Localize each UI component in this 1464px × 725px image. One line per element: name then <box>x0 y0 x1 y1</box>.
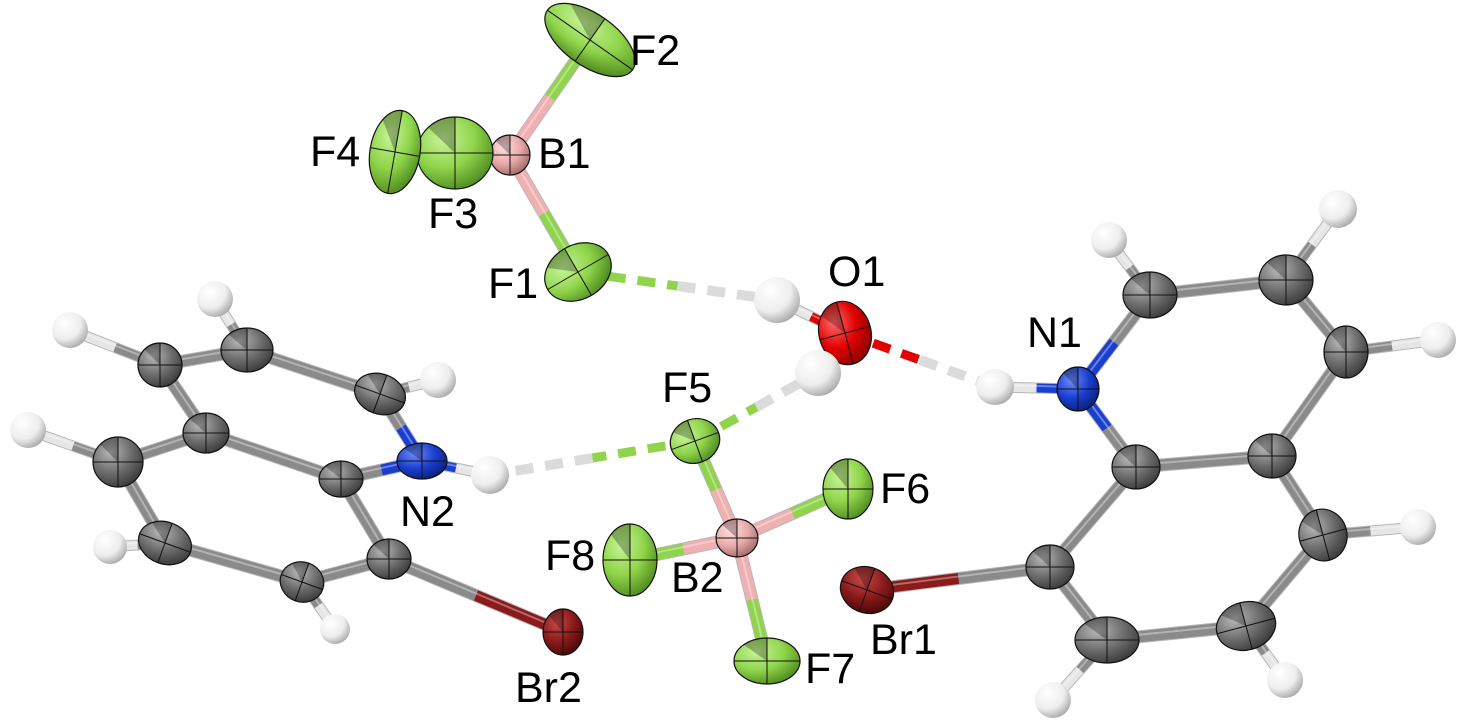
atom-H6b <box>1267 662 1303 698</box>
atom-C8b <box>1025 544 1075 590</box>
atom-label-B2: B2 <box>671 554 724 602</box>
atom-H3b <box>1319 190 1357 228</box>
atom-C7a <box>279 561 325 603</box>
atom-H5a <box>10 412 46 448</box>
atom-label-F8: F8 <box>545 532 595 580</box>
atom-B2 <box>715 518 759 558</box>
atom-H1W <box>754 277 800 323</box>
atom-F2 <box>544 2 636 78</box>
atom-C8A <box>318 460 364 498</box>
hydrogen-bonds-layer <box>489 267 997 480</box>
atom-label-F7: F7 <box>805 645 855 693</box>
atom-F6 <box>822 458 874 520</box>
atom-H5b <box>1400 509 1436 545</box>
atom-O1 <box>817 300 873 366</box>
atom-Br2 <box>542 608 584 656</box>
atom-C4A <box>182 412 230 454</box>
atom-label-F3: F3 <box>428 190 478 238</box>
bond-C8a-Br2 <box>386 553 566 638</box>
atom-F4 <box>368 109 422 195</box>
atom-F3 <box>416 116 494 190</box>
atom-label-O1: O1 <box>828 248 885 296</box>
atom-C7b <box>1074 616 1140 664</box>
atom-H7a <box>320 614 350 644</box>
atom-C2b <box>1122 271 1178 319</box>
atom-C3b <box>1258 254 1314 306</box>
atom-F8 <box>602 523 658 597</box>
atom-C2a <box>354 372 406 416</box>
atom-HN1 <box>976 369 1014 405</box>
atom-C8a <box>366 538 412 580</box>
atom-F7 <box>733 637 801 685</box>
atom-label-Br2: Br2 <box>515 664 582 712</box>
atoms-layer <box>10 2 1456 718</box>
atom-label-B1: B1 <box>538 130 591 178</box>
atom-label-Br1: Br1 <box>870 616 937 664</box>
atom-label-F1: F1 <box>488 260 538 308</box>
atom-label-F6: F6 <box>880 465 930 513</box>
atom-label-N1: N1 <box>1027 309 1082 357</box>
atom-C6b <box>1215 600 1277 652</box>
atom-label-N2: N2 <box>400 488 455 536</box>
atom-H7b <box>1035 682 1071 718</box>
atom-C4b <box>1323 325 1369 379</box>
atom-C6a <box>138 520 192 566</box>
atom-F1 <box>544 242 612 302</box>
atom-H2W <box>795 350 841 396</box>
bond-C8b-Br1 <box>866 560 1051 597</box>
atom-B1 <box>489 134 531 176</box>
atom-Br1 <box>839 565 895 615</box>
atom-HN2 <box>471 456 509 494</box>
atom-C5b <box>1298 508 1348 562</box>
atom-H3a <box>197 281 233 317</box>
atom-C4Ab <box>1247 433 1297 479</box>
atom-F5 <box>669 418 721 464</box>
atom-H4b <box>1420 322 1456 358</box>
hbond-F5-HN2 <box>489 436 696 480</box>
atom-C4a <box>137 342 183 388</box>
atom-N2 <box>396 442 448 480</box>
atom-H2a <box>420 362 456 398</box>
atom-C3a <box>220 327 274 373</box>
atom-H4a <box>52 312 88 348</box>
atom-N1 <box>1056 366 1100 412</box>
atom-label-F2: F2 <box>630 27 680 75</box>
atom-C5a <box>92 436 144 488</box>
atom-label-F4: F4 <box>310 128 360 176</box>
atom-H2b <box>1091 222 1127 258</box>
atom-C8Ab <box>1111 444 1161 490</box>
atom-label-F5: F5 <box>662 364 712 412</box>
atom-H6a <box>93 530 127 564</box>
